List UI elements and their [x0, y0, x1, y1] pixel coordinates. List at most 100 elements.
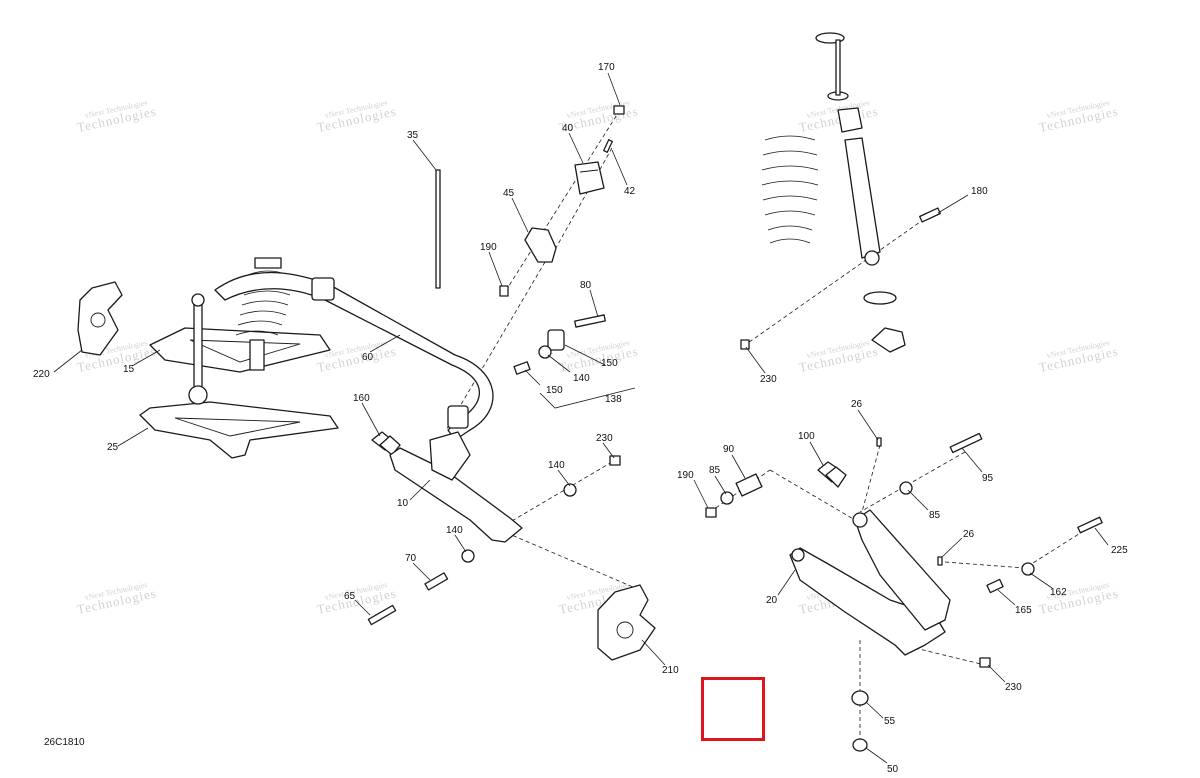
- callout-80: 80: [580, 280, 592, 291]
- assembly-line: [914, 647, 986, 666]
- washer: [852, 738, 868, 752]
- leader-line: [524, 369, 541, 386]
- callout-190: 190: [480, 242, 497, 253]
- callout-35: 35: [407, 130, 419, 141]
- trailing-arm: [389, 447, 523, 543]
- knuckle-bore: [90, 312, 106, 328]
- leader-line: [693, 479, 709, 509]
- nut: [609, 455, 621, 466]
- callout-25: 25: [107, 442, 119, 453]
- shock-top-mount: [254, 257, 282, 269]
- shock-rod: [835, 39, 841, 96]
- callout-150: 150: [601, 358, 618, 369]
- leader-line: [641, 639, 666, 666]
- sleeve: [986, 578, 1004, 594]
- callout-40: 40: [562, 123, 574, 134]
- bolt: [919, 207, 941, 223]
- leader-lines: [53, 72, 1109, 764]
- leader-line: [568, 132, 584, 164]
- pin: [937, 556, 943, 566]
- leader-line: [547, 354, 571, 373]
- nut: [979, 657, 991, 668]
- spacer: [825, 466, 847, 488]
- callout-85: 85: [709, 465, 721, 476]
- small-bolt: [603, 139, 613, 153]
- nut: [705, 507, 717, 518]
- assembly-line: [504, 109, 621, 293]
- bushing-bracket: [524, 227, 557, 263]
- callout-95: 95: [982, 473, 994, 484]
- leader-line: [589, 289, 599, 318]
- callout-165: 165: [1015, 605, 1032, 616]
- callout-70: 70: [405, 553, 417, 564]
- trailing-arm-bracket: [429, 431, 471, 481]
- washer: [720, 491, 734, 505]
- bushing: [547, 329, 565, 351]
- spring-seat: [871, 327, 906, 353]
- callout-162: 162: [1050, 587, 1067, 598]
- washer: [563, 483, 577, 497]
- leader-line: [557, 469, 571, 487]
- shock-body: [249, 339, 265, 371]
- leader-line: [539, 387, 636, 409]
- washer: [1021, 562, 1035, 576]
- callout-45: 45: [503, 188, 515, 199]
- leader-line: [865, 747, 888, 764]
- callout-225: 225: [1111, 545, 1128, 556]
- leader-line: [997, 589, 1016, 606]
- assembly-line: [944, 561, 1026, 569]
- stabilizer-link-end: [191, 293, 205, 307]
- callout-42: 42: [624, 186, 636, 197]
- leader-line: [941, 537, 963, 558]
- bump-stop: [851, 690, 869, 706]
- bolt: [1077, 516, 1103, 534]
- nut: [613, 105, 625, 115]
- leader-line: [857, 409, 879, 441]
- assembly-lines: [445, 109, 1091, 745]
- callout-140: 140: [446, 525, 463, 536]
- callout-10: 10: [397, 498, 409, 509]
- leader-line: [607, 72, 621, 106]
- leader-line: [361, 402, 381, 437]
- leader-line: [409, 479, 431, 501]
- shock-eye: [864, 250, 880, 266]
- bolt: [367, 604, 397, 626]
- bushing-clamp: [574, 161, 605, 195]
- leader-line: [937, 194, 969, 214]
- leader-line: [1029, 572, 1053, 589]
- assembly-line: [859, 451, 966, 513]
- callout-170: 170: [598, 62, 615, 73]
- stabilizer-link: [193, 299, 203, 391]
- leader-line: [564, 344, 606, 366]
- leader-line: [511, 197, 529, 233]
- leader-line: [714, 475, 727, 495]
- shock-body: [844, 137, 881, 259]
- callout-138: 138: [605, 394, 622, 405]
- sway-bar-bushing: [311, 277, 335, 301]
- leader-line: [1094, 527, 1109, 546]
- leader-line: [369, 334, 401, 353]
- reference-code: 26C1810: [44, 737, 85, 748]
- leader-line: [602, 442, 615, 459]
- left-suspension-assembly: [77, 105, 656, 661]
- leader-line: [987, 664, 1006, 683]
- leader-line: [809, 441, 824, 466]
- assembly-line: [499, 529, 641, 591]
- callout-220: 220: [33, 369, 50, 380]
- callout-15: 15: [123, 364, 135, 375]
- spacer: [379, 435, 401, 456]
- upper-a-arm-web: [189, 339, 301, 363]
- knuckle-bore: [616, 621, 634, 639]
- leader-line: [488, 251, 503, 287]
- assembly-line: [769, 469, 856, 521]
- leader-line: [412, 562, 431, 581]
- leader-line: [53, 349, 83, 373]
- callout-150: 150: [546, 385, 563, 396]
- highlight-box: [701, 677, 765, 741]
- callout-210: 210: [662, 665, 679, 676]
- arm-bushing: [852, 512, 868, 528]
- callout-20: 20: [766, 595, 778, 606]
- bolt: [574, 314, 606, 328]
- leader-line: [354, 599, 371, 616]
